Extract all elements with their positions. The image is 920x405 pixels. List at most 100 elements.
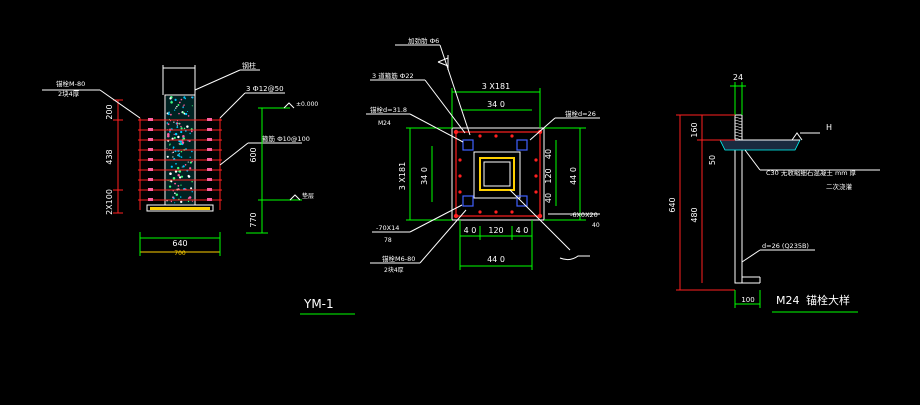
dim-bottom-440: 44 0 [487,255,505,264]
stirrup-square [455,131,541,217]
leader-bottom-note-diag [419,209,467,264]
base-plate [146,204,214,212]
anchor-bolt-detail: H 24 160 50 640 480 C30 无收缩细石混凝土 mm 厚 二次… [668,73,880,313]
dim-480: 480 [690,207,699,222]
concrete-aggregate [172,156,174,158]
concrete-aggregate [175,107,177,109]
base-plate-plan [473,151,521,199]
leader-right-note [529,117,556,141]
level-marker-h [791,132,803,141]
leader-d [741,249,761,263]
rebar-dot [458,190,462,194]
rebar-section-right [207,148,212,151]
concrete-aggregate [170,101,173,104]
concrete-aggregate [182,105,184,107]
concrete-aggregate [191,200,193,202]
concrete-aggregate [174,182,177,185]
leader-left-note-2-diag [409,113,464,143]
rebar-section-left [148,188,153,191]
leader-lower-right [509,189,571,251]
level-top: ±0.000 [296,101,318,108]
concrete-aggregate [178,143,180,145]
grout-layer-detail [719,139,801,151]
note-lower-left-1: -70X14 [376,224,399,232]
break-symbol [559,255,590,261]
note-main-rebar: 3 Ф12@50 [246,85,284,93]
width-640: 640 [172,239,187,248]
concrete-aggregate [182,138,185,140]
pier-outline-plan [451,127,545,221]
section-tag-text: YM-1 [303,297,334,311]
concrete-aggregate [180,184,182,186]
concrete-aggregate [178,122,180,125]
dim-200: 200 [105,104,114,119]
concrete-aggregate [180,150,183,153]
concrete-aggregate [179,155,181,158]
section-tag: YM-1 [300,297,355,315]
dim-bottom: 2X100 [105,189,114,215]
concrete-aggregate [176,125,178,127]
dim-bottom-40b: 4 0 [516,226,529,235]
note-lower-right: -6X0X20 [570,211,598,219]
rebar-section-left [148,158,153,161]
concrete-aggregate [182,106,184,109]
rebar-dot [478,134,482,138]
dim-40-right-a: 40 [544,149,553,159]
anchor-bolt-nw [462,139,474,151]
dim-340-left: 34 0 [420,167,429,185]
concrete-aggregate [178,112,180,115]
note-stirrup: 箍筋 Ф10@100 [262,134,310,143]
concrete-aggregate [180,125,182,128]
dim-50: 50 [708,155,717,165]
concrete-aggregate [174,98,177,101]
concrete-aggregate [175,193,179,197]
concrete-aggregate [178,153,180,155]
rebar-dot [534,158,538,162]
note-bottom-2: 2块4厚 [384,266,404,274]
concrete-aggregate [170,200,173,203]
rebar-section-left [148,118,153,121]
concrete-aggregate [177,170,179,172]
note-bottom-1: 锚栓M6-80 [382,254,415,263]
concrete-aggregate [183,127,186,130]
dim-438: 438 [105,149,114,164]
concrete-aggregate [172,196,174,199]
dim-440-right: 44 0 [569,167,578,185]
concrete-aggregate [180,98,183,101]
leader-stirrup [219,142,249,166]
concrete-aggregate [179,140,182,143]
concrete-aggregate [174,192,176,195]
rebar-dot [458,158,462,162]
rebar-dot [458,174,462,178]
concrete-aggregate [181,141,185,144]
stirrup-lines [138,118,222,201]
leader-top-left-diag [99,89,141,119]
thread-line [734,134,743,138]
steel-tube-plan [479,157,515,191]
note-lower-left-2: 78 [384,237,392,244]
concrete-aggregate [168,185,172,188]
concrete-aggregate [166,148,168,150]
concrete-aggregate [174,150,177,153]
rebar-section-right [207,158,212,161]
concrete-aggregate [187,175,190,178]
concrete-aggregate [174,132,178,136]
concrete-aggregate [178,170,182,173]
thread-line [734,125,743,129]
concrete-aggregate [181,166,183,168]
concrete-aggregate [184,112,188,116]
concrete-aggregate [187,111,189,112]
thread-line [734,116,743,120]
concrete-aggregate [183,104,185,106]
dim-3x181-top: 3 X181 [482,82,510,91]
rebar-section-left [148,178,153,181]
anchor-bolt-ne [516,139,528,151]
concrete-aggregate [189,132,191,135]
concrete-aggregate [172,177,176,180]
note-lower-right-2: 40 [592,222,600,229]
concrete-aggregate [187,197,190,200]
level-marker-top [283,102,295,109]
note-top: 加劲肋 Ф6 [408,36,439,45]
concrete-aggregate [182,111,185,114]
note-left-2: 锚栓d=31.8 [370,105,407,114]
